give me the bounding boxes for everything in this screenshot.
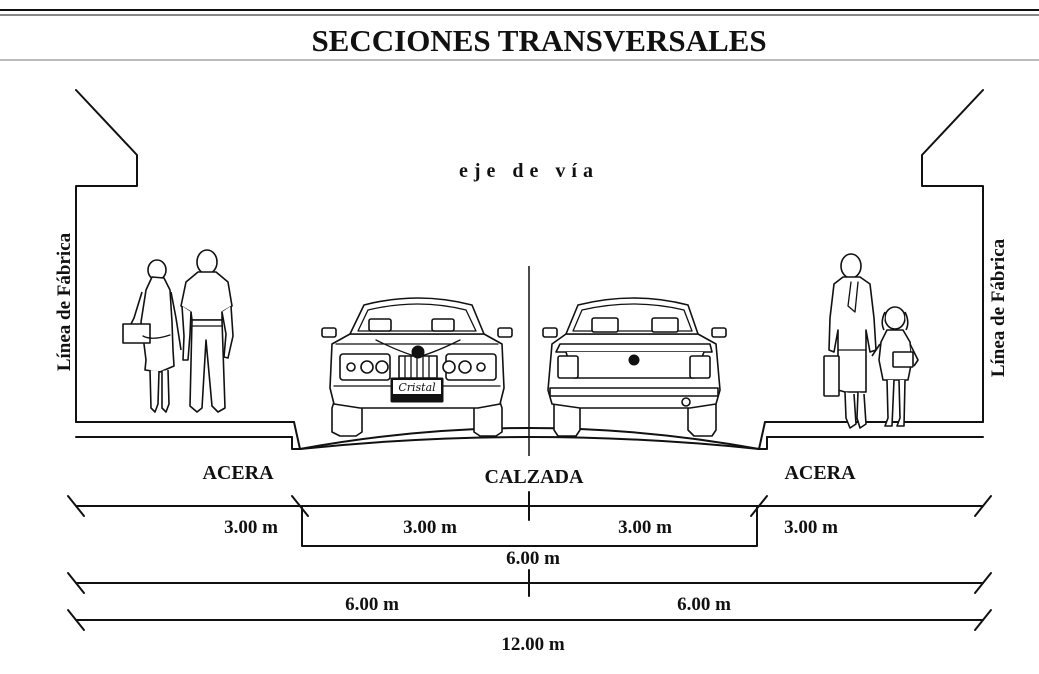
building-facade-right bbox=[921, 89, 984, 423]
dim-lane-right: 3.00 m bbox=[618, 517, 672, 538]
pedestrian-man-icon bbox=[180, 249, 234, 413]
pedestrian-woman-briefcase-icon bbox=[823, 253, 877, 429]
header-rules bbox=[0, 9, 1039, 61]
dim-lane-left: 3.00 m bbox=[403, 517, 457, 538]
dim-sidewalk-right: 3.00 m bbox=[784, 517, 838, 538]
dim-roadway-total: 6.00 m bbox=[506, 548, 560, 569]
building-line-left-label: Línea de Fábrica bbox=[54, 232, 75, 371]
dimension-line-total bbox=[67, 609, 992, 631]
building-line-right-label: Línea de Fábrica bbox=[988, 238, 1009, 377]
axis-label: eje de vía bbox=[459, 160, 599, 182]
dimension-line-sidewalks-lanes bbox=[67, 491, 992, 521]
pedestrian-woman-icon bbox=[122, 259, 182, 413]
car-rear-view-icon bbox=[542, 297, 727, 437]
dim-sidewalk-left: 3.00 m bbox=[224, 517, 278, 538]
dim-half-right: 6.00 m bbox=[677, 594, 731, 615]
roadway-bracket bbox=[301, 505, 758, 547]
sidewalk-left-label: ACERA bbox=[202, 462, 274, 484]
building-facade-left bbox=[75, 89, 138, 423]
dimension-line-halves bbox=[67, 569, 992, 597]
roadway-label: CALZADA bbox=[485, 466, 584, 488]
dim-half-left: 6.00 m bbox=[345, 594, 399, 615]
license-plate-text: Cristal bbox=[398, 381, 436, 394]
dim-total: 12.00 m bbox=[501, 634, 565, 655]
car-front-view-icon: Cristal bbox=[321, 297, 513, 437]
sidewalk-right-label: ACERA bbox=[784, 462, 856, 484]
page-title: SECCIONES TRANSVERSALES bbox=[311, 23, 766, 58]
pedestrian-girl-icon bbox=[871, 306, 919, 427]
